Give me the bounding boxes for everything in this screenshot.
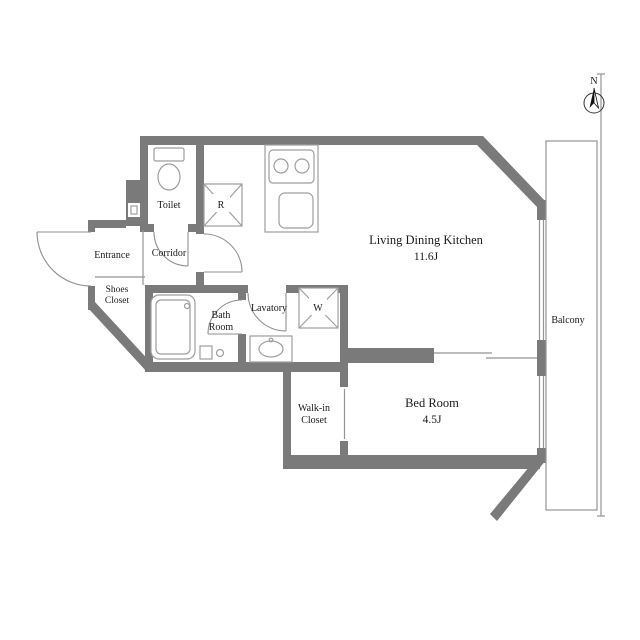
label-fridge: R bbox=[218, 200, 225, 211]
label-lavatory: Lavatory bbox=[251, 303, 287, 314]
label-walkin-1: Walk-in bbox=[298, 403, 330, 414]
washer-space bbox=[298, 287, 339, 329]
label-shoes-closet-1: Shoes bbox=[106, 285, 129, 295]
fixtures bbox=[95, 144, 339, 363]
label-corridor: Corridor bbox=[152, 248, 187, 259]
label-washer: W bbox=[313, 303, 323, 314]
label-entrance: Entrance bbox=[94, 250, 130, 261]
label-ldk-name: Living Dining Kitchen bbox=[369, 233, 484, 247]
label-toilet: Toilet bbox=[157, 200, 180, 211]
compass-needle-icon bbox=[589, 88, 594, 108]
label-ldk-size: 11.6J bbox=[414, 251, 439, 263]
kitchen-sink bbox=[278, 192, 314, 229]
label-balcony: Balcony bbox=[551, 315, 584, 326]
compass-north-label: N bbox=[590, 76, 597, 87]
refrigerator-space bbox=[203, 183, 243, 227]
bathtub bbox=[150, 294, 225, 360]
walls bbox=[88, 136, 546, 521]
room-labels: Toilet R W Living Dining Kitchen 11.6J E… bbox=[94, 200, 584, 426]
meter-box bbox=[130, 205, 138, 215]
kitchen-counter bbox=[264, 144, 319, 233]
label-bedroom-size: 4.5J bbox=[423, 414, 442, 426]
stove-burner-icon bbox=[294, 158, 310, 174]
label-shoes-closet-2: Closet bbox=[105, 296, 130, 306]
doors bbox=[36, 231, 287, 335]
bath-stool bbox=[199, 345, 213, 360]
bath-faucet-icon bbox=[215, 348, 225, 358]
washbasin bbox=[249, 335, 293, 363]
lavatory-door bbox=[247, 292, 287, 332]
windows bbox=[343, 220, 545, 448]
label-bedroom-name: Bed Room bbox=[405, 396, 459, 410]
bath-door bbox=[207, 299, 243, 335]
balcony-outline bbox=[545, 73, 605, 517]
label-bath-2: Room bbox=[209, 322, 234, 333]
corridor-ldk-door bbox=[203, 233, 243, 273]
stove-burner-icon bbox=[273, 158, 289, 174]
toilet-fixture bbox=[153, 147, 185, 191]
toilet-door bbox=[153, 231, 189, 267]
compass: N bbox=[583, 76, 605, 114]
label-bath-1: Bath bbox=[212, 310, 231, 321]
entrance-door bbox=[36, 231, 92, 287]
label-walkin-2: Closet bbox=[301, 415, 327, 426]
compass-needle-icon bbox=[593, 87, 600, 110]
